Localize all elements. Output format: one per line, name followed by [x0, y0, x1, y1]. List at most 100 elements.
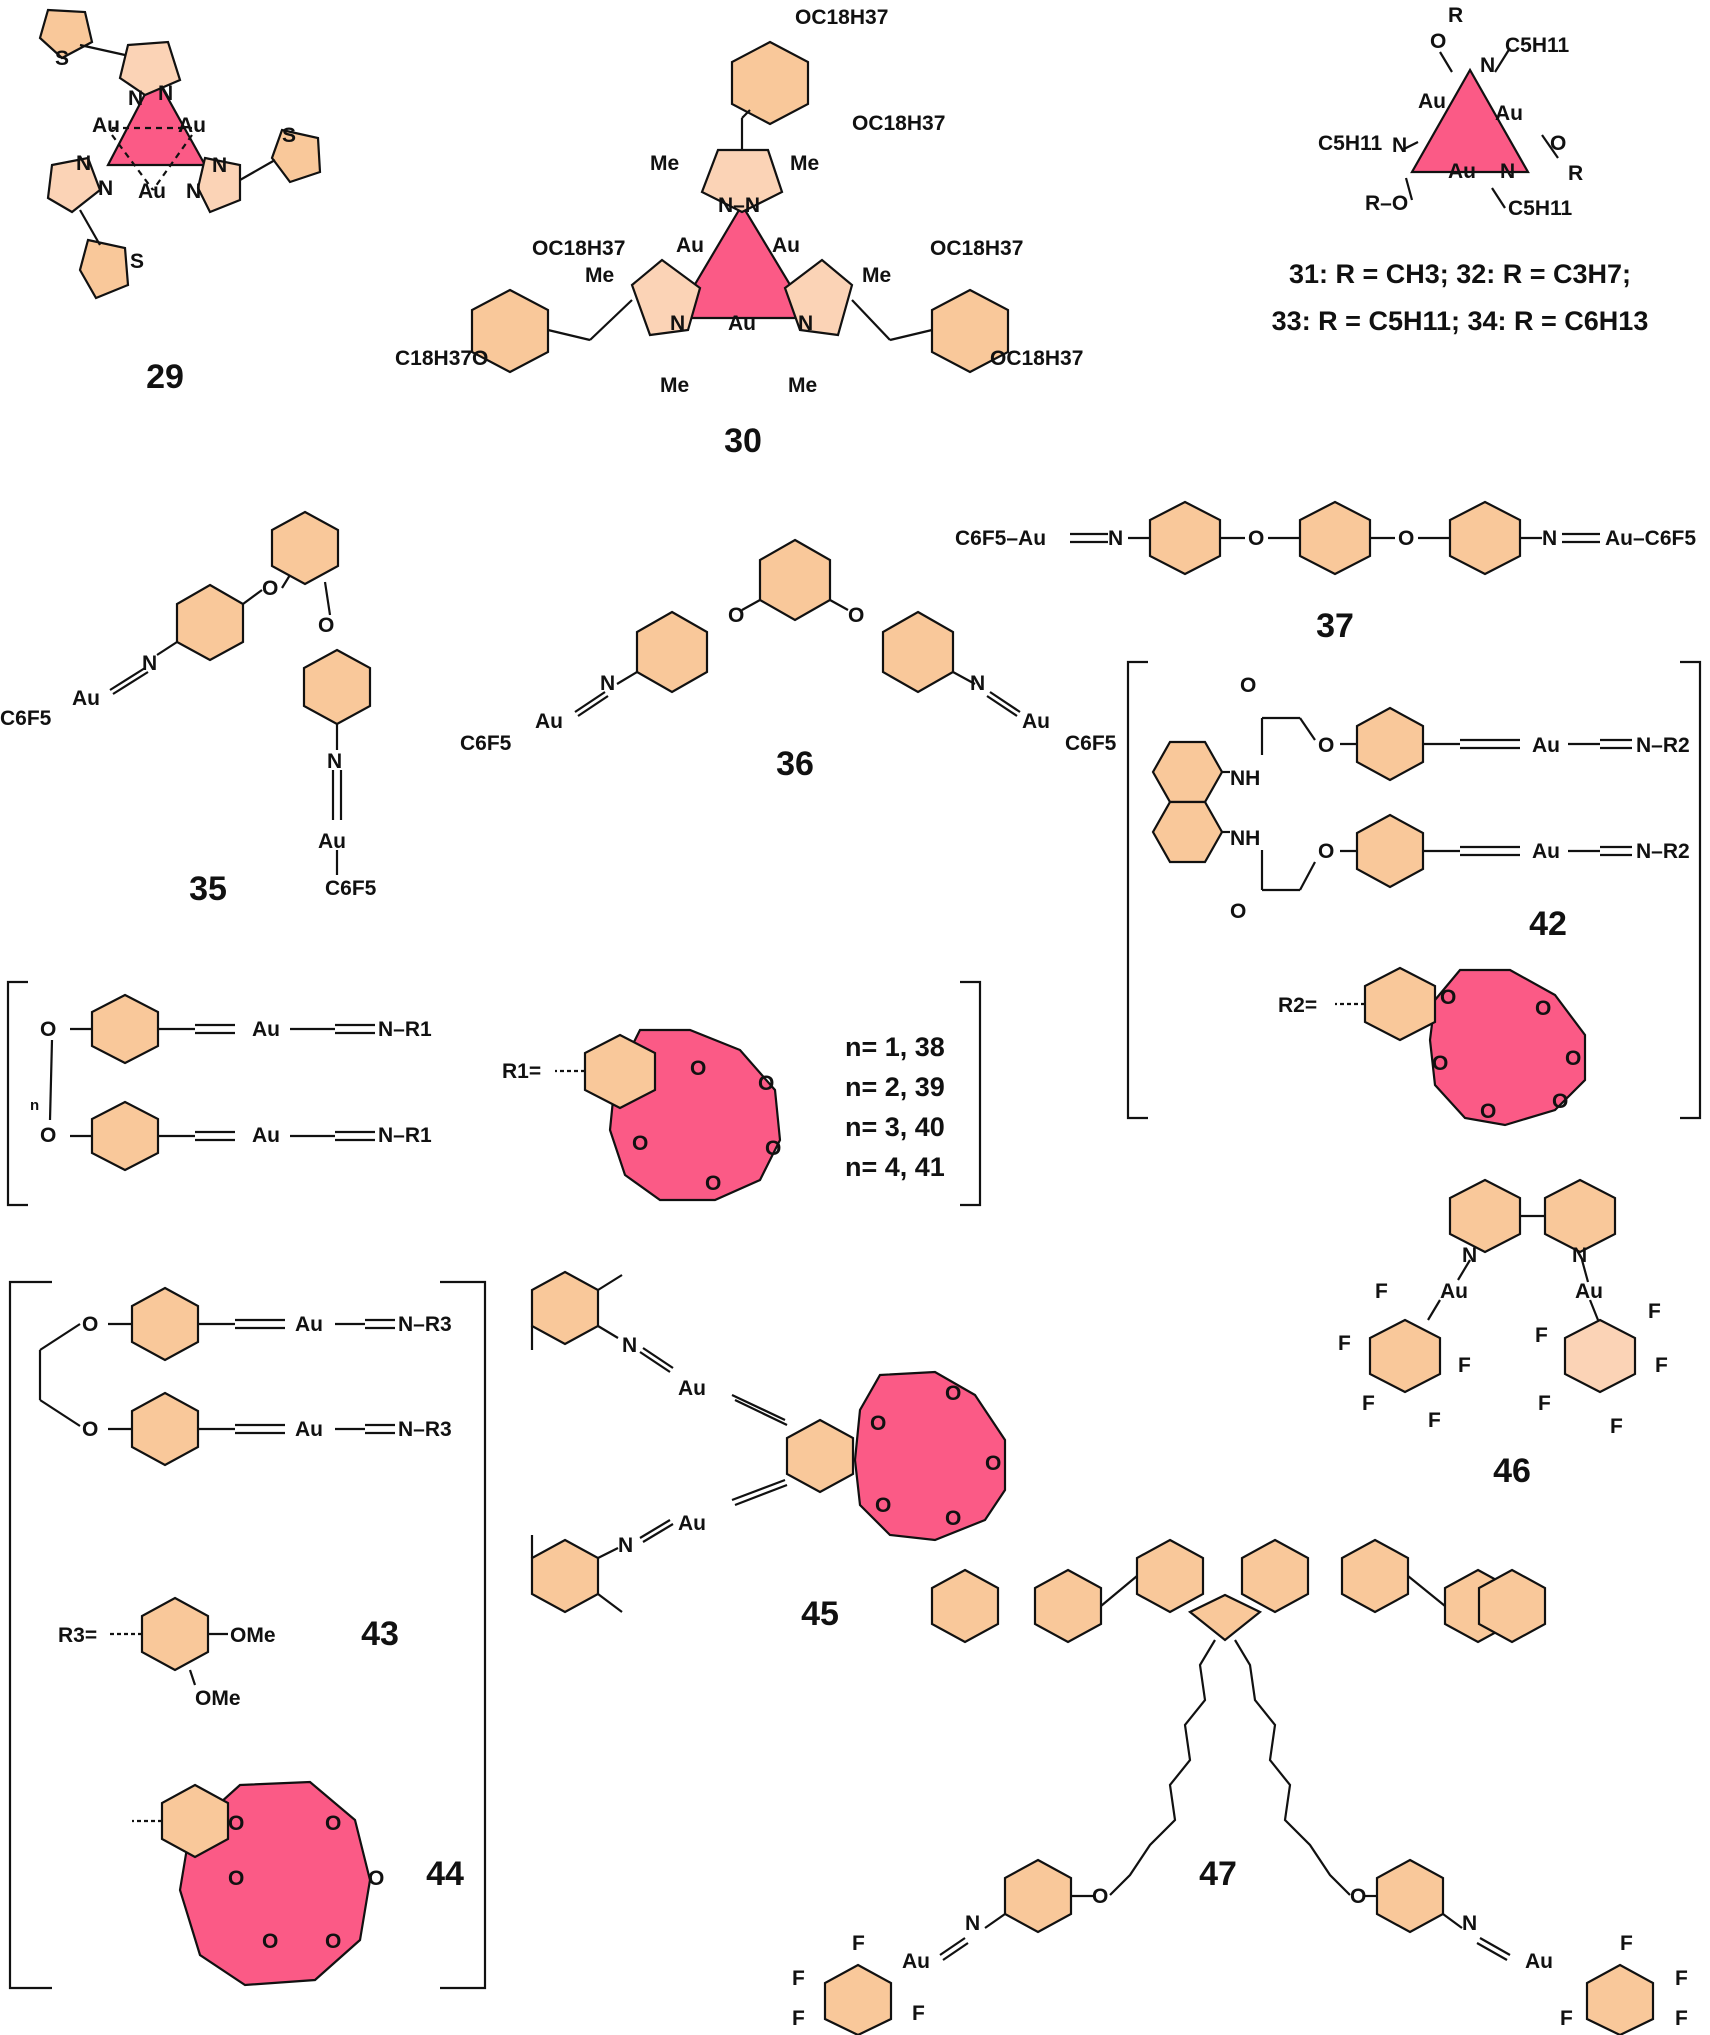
svg-text:Au: Au: [252, 1018, 280, 1041]
svg-text:C18H37O: C18H37O: [395, 347, 488, 370]
svg-text:F: F: [912, 2002, 925, 2025]
svg-text:Au: Au: [178, 114, 206, 137]
svg-text:N: N: [970, 672, 985, 695]
svg-text:F: F: [1375, 1280, 1388, 1303]
svg-text:O: O: [1535, 997, 1551, 1020]
compound-45-structure: N Au N Au O O O O O: [530, 1270, 1007, 1614]
compound-37-structure: C6F5–Au N O O N Au–C6F5: [955, 500, 1696, 576]
svg-text:O: O: [632, 1132, 648, 1155]
r3-label: R3=: [58, 1624, 97, 1647]
svg-text:F: F: [792, 1967, 805, 1990]
svg-text:Au: Au: [72, 687, 100, 710]
svg-text:N: N: [600, 672, 615, 695]
compound-38-label: n= 1, 38: [845, 1032, 945, 1062]
svg-text:Au–C6F5: Au–C6F5: [1605, 527, 1696, 550]
svg-text:N–R2: N–R2: [1636, 734, 1690, 757]
svg-text:O: O: [985, 1452, 1001, 1475]
svg-text:Me: Me: [790, 152, 819, 175]
svg-text:Me: Me: [862, 264, 891, 287]
svg-text:Au: Au: [318, 830, 346, 853]
svg-text:F: F: [1538, 1392, 1551, 1415]
compound-47-structure: O O N N Au Au F F F F F F F F: [792, 1538, 1688, 2035]
svg-text:O: O: [1318, 734, 1334, 757]
svg-text:N: N: [798, 312, 813, 335]
svg-text:N: N: [327, 750, 342, 773]
svg-text:F: F: [792, 2007, 805, 2030]
svg-text:Au: Au: [1495, 102, 1523, 125]
svg-text:R: R: [1448, 4, 1463, 27]
svg-text:F: F: [1655, 1354, 1668, 1377]
r2-label: R2=: [1278, 994, 1317, 1017]
svg-text:N: N: [1108, 527, 1123, 550]
svg-text:N–R3: N–R3: [398, 1313, 452, 1336]
compound-43-44-structure: O O Au Au N–R3 N–R3 R3= OMe OMe O O O O …: [8, 1280, 487, 1990]
svg-text:Au: Au: [92, 114, 120, 137]
svg-text:O: O: [1432, 1052, 1448, 1075]
svg-text:N–R2: N–R2: [1636, 840, 1690, 863]
svg-text:N: N: [142, 652, 157, 675]
svg-text:O: O: [848, 604, 864, 627]
svg-text:C5H11: C5H11: [1318, 132, 1383, 155]
svg-text:O: O: [1480, 1100, 1496, 1123]
svg-text:O: O: [262, 1930, 278, 1953]
svg-text:Au: Au: [1022, 710, 1050, 733]
r1-label: R1=: [502, 1060, 541, 1083]
svg-text:Au: Au: [1448, 160, 1476, 183]
svg-text:N: N: [1500, 160, 1515, 183]
svg-text:O: O: [1440, 986, 1456, 1009]
svg-text:S: S: [55, 47, 69, 70]
svg-text:O: O: [1240, 674, 1256, 697]
compound-44-label: 44: [426, 1855, 464, 1893]
svg-text:Au: Au: [295, 1313, 323, 1336]
compound-40-label: n= 3, 40: [845, 1112, 945, 1142]
svg-text:Au: Au: [1532, 734, 1560, 757]
compound-46-structure: N N Au Au F F F F F F F F F F: [1338, 1178, 1668, 1438]
svg-text:O: O: [82, 1418, 98, 1441]
svg-text:Au: Au: [1532, 840, 1560, 863]
svg-text:Me: Me: [585, 264, 614, 287]
svg-text:Au: Au: [902, 1950, 930, 1973]
compound-30-structure: OC18H37 OC18H37 Me Me N–N Au Au OC18H37 …: [395, 6, 1083, 397]
svg-text:Au: Au: [295, 1418, 323, 1441]
svg-text:N–R1: N–R1: [378, 1124, 432, 1147]
compound-45-label: 45: [801, 1595, 839, 1633]
svg-text:F: F: [1458, 1354, 1471, 1377]
svg-text:O: O: [1318, 840, 1334, 863]
svg-text:N: N: [158, 82, 173, 105]
svg-text:Au: Au: [1575, 1280, 1603, 1303]
svg-text:O: O: [262, 577, 278, 600]
svg-text:N: N: [622, 1334, 637, 1357]
svg-text:F: F: [1675, 2007, 1688, 2030]
compound-29-structure: S N N Au Au N N Au N N S S: [38, 8, 322, 300]
svg-text:F: F: [1428, 1409, 1441, 1432]
svg-text:O: O: [228, 1867, 244, 1890]
svg-text:N–N: N–N: [718, 194, 760, 217]
svg-text:F: F: [852, 1932, 865, 1955]
compound-36-label: 36: [776, 745, 814, 783]
svg-text:O: O: [318, 614, 334, 637]
svg-text:O: O: [40, 1124, 56, 1147]
svg-text:N: N: [618, 1534, 633, 1557]
svg-text:O: O: [690, 1057, 706, 1080]
svg-text:O: O: [1430, 30, 1446, 53]
svg-text:Au: Au: [678, 1512, 706, 1535]
svg-text:N: N: [128, 87, 143, 110]
svg-text:Au: Au: [678, 1377, 706, 1400]
compound-47-label: 47: [1199, 1855, 1237, 1893]
compound-43-label: 43: [361, 1615, 399, 1653]
svg-text:O: O: [325, 1812, 341, 1835]
svg-text:N–R1: N–R1: [378, 1018, 432, 1041]
compound-29-label: 29: [146, 358, 184, 396]
svg-text:R: R: [1568, 162, 1583, 185]
svg-text:O: O: [1398, 527, 1414, 550]
svg-text:NH: NH: [1230, 827, 1260, 850]
svg-text:F: F: [1648, 1300, 1661, 1323]
svg-text:Au: Au: [1440, 1280, 1468, 1303]
svg-text:Au: Au: [728, 312, 756, 335]
compound-35-structure: O O N Au C6F5 N Au C6F5: [0, 510, 377, 900]
svg-text:F: F: [1362, 1392, 1375, 1415]
svg-text:O: O: [875, 1494, 891, 1517]
svg-text:Au: Au: [676, 234, 704, 257]
svg-text:OMe: OMe: [230, 1624, 276, 1647]
svg-text:Au: Au: [138, 180, 166, 203]
